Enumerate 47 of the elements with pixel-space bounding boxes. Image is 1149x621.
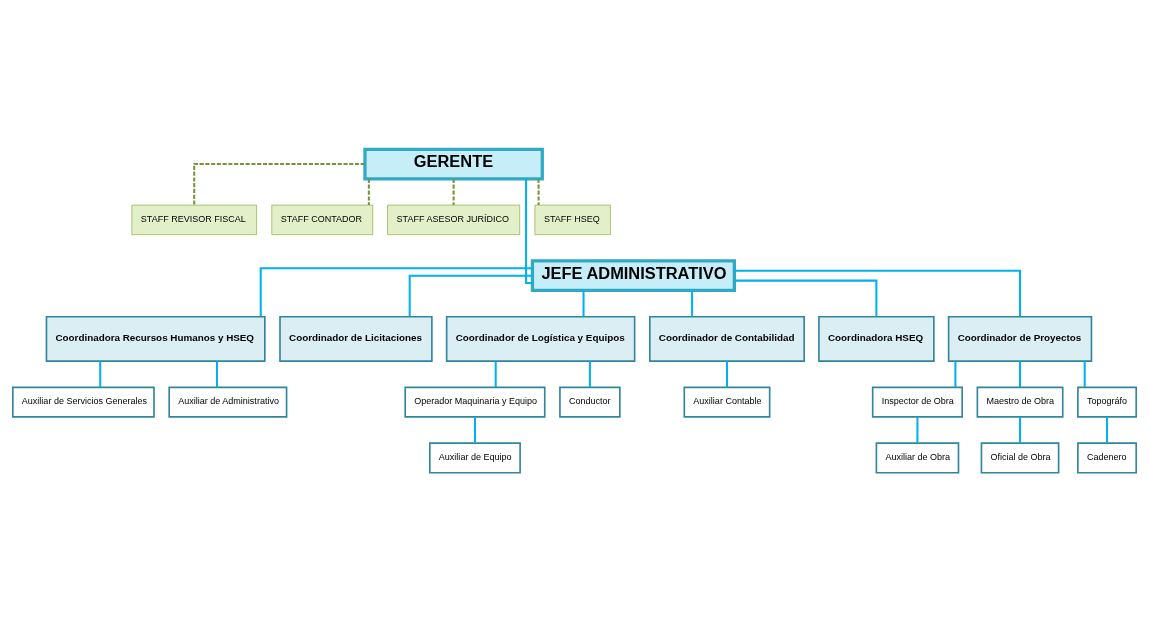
connector — [537, 178, 540, 205]
connector — [916, 416, 919, 443]
node-box: Conductor — [559, 386, 621, 418]
connector — [734, 269, 1022, 317]
node-box: Coordinadora Recursos Humanos y HSEQ — [45, 315, 266, 362]
node-box: JEFE ADMINISTRATIVO — [530, 258, 736, 292]
connector — [1019, 416, 1022, 443]
connector — [691, 290, 694, 317]
node-box: Inspector de Obra — [871, 386, 963, 418]
node-box: Cadenero — [1077, 441, 1137, 474]
connector — [99, 360, 102, 387]
connector — [1106, 416, 1109, 443]
connector — [1083, 360, 1086, 387]
connector — [452, 178, 455, 205]
node-box: Operador Maquinaria y Equipo — [404, 386, 546, 418]
node-box: Coordinador de Logística y Equipos — [445, 315, 636, 362]
node-box: STAFF CONTADOR — [271, 204, 374, 235]
connector — [525, 178, 533, 284]
connector — [367, 178, 370, 205]
node-box: Auxiliar Contable — [683, 386, 771, 418]
node-box: Topográfo — [1077, 386, 1137, 418]
node-box: GERENTE — [363, 147, 544, 180]
node-box: Auxiliar de Obra — [875, 441, 960, 474]
connector — [408, 274, 533, 316]
connector — [259, 266, 533, 317]
node-box: Maestro de Obra — [976, 386, 1064, 418]
node-box: Coordinadora HSEQ — [818, 315, 935, 362]
node-box: Coordinador de Proyectos — [947, 315, 1093, 362]
connector — [588, 360, 591, 387]
connector — [734, 279, 878, 317]
connector — [473, 416, 476, 443]
node-box: Coordinador de Contabilidad — [649, 315, 805, 362]
node-box: Auxiliar de Servicios Generales — [12, 386, 155, 418]
node-box: Oficial de Obra — [980, 441, 1060, 474]
connector — [582, 290, 585, 317]
connector — [215, 360, 219, 387]
node-box: STAFF ASESOR JURÍDICO — [387, 204, 521, 235]
node-box: Auxiliar de Administrativo — [168, 386, 288, 418]
connector — [494, 360, 497, 387]
node-box: STAFF HSEQ — [534, 204, 611, 235]
node-box: Auxiliar de Equipo — [429, 441, 521, 474]
node-box: Coordinador de Licitaciones — [279, 315, 433, 362]
connector — [954, 360, 957, 387]
connector — [725, 360, 728, 387]
connector — [193, 162, 365, 205]
connector — [1019, 360, 1022, 387]
node-box: STAFF REVISOR FISCAL — [131, 204, 258, 235]
